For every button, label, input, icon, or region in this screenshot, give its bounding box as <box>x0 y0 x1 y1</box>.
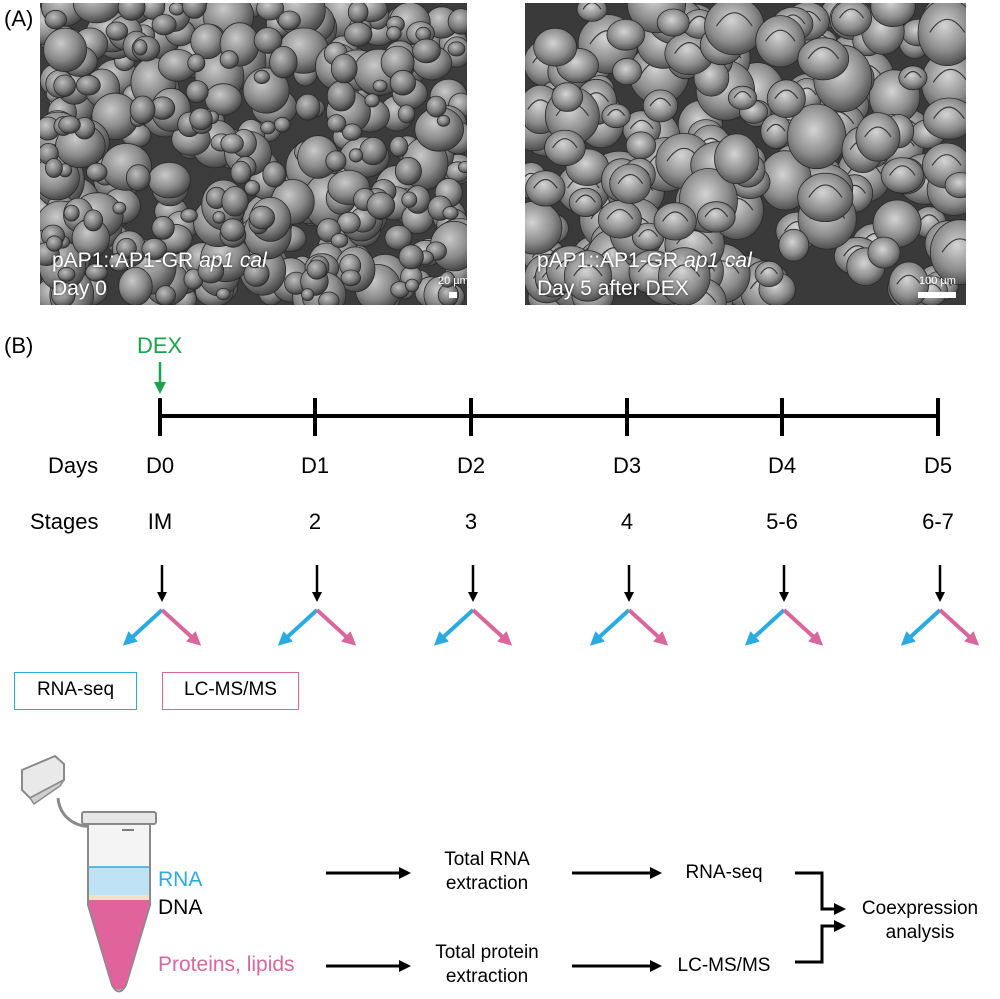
ms-branch-arrow-d3 <box>627 608 669 646</box>
days-row-label: Days <box>48 453 99 478</box>
day-label-d2: D2 <box>456 453 486 478</box>
rna-branch-arrow-d2 <box>433 608 475 646</box>
rna-branch-arrow-d5 <box>900 608 942 646</box>
stage-label-d1: 2 <box>308 509 322 534</box>
rna-branch-arrow-d3 <box>589 608 631 646</box>
rna-branch-arrow-d4 <box>744 608 786 646</box>
ms-branch-arrow-d2 <box>471 608 513 646</box>
scale-bar-label-day0: 20 µm <box>438 275 467 287</box>
sem-image-day5: pAP1::AP1-GR ap1 cal Day 5 after DEX 100… <box>525 3 966 305</box>
scale-bar-day0 <box>449 292 457 298</box>
stage-label-d5: 6-7 <box>922 509 954 534</box>
tube-label-dna: DNA <box>158 896 203 919</box>
sem-caption-day5: pAP1::AP1-GR ap1 cal Day 5 after DEX <box>537 249 752 300</box>
day-label-d3: D3 <box>612 453 642 478</box>
lcms-box: LC-MS/MS <box>162 672 299 710</box>
scale-bar-day5 <box>918 292 956 298</box>
sem-texture-day0 <box>40 3 467 305</box>
ms-branch-arrow-d4 <box>782 608 824 646</box>
panel-b-label: (B) <box>4 333 34 358</box>
stage-label-d2: 3 <box>464 509 478 534</box>
scale-bar-label-day5: 100 µm <box>919 275 956 287</box>
panel-a-label: (A) <box>4 6 34 31</box>
sem-image-day0: pAP1::AP1-GR ap1 cal Day 0 20 µm <box>40 3 467 305</box>
day-label-d1: D1 <box>300 453 330 478</box>
sem-caption-day0: pAP1::AP1-GR ap1 cal Day 0 <box>52 249 267 300</box>
day-label-d0: D0 <box>145 453 175 478</box>
ms-branch-arrow-d5 <box>938 608 980 646</box>
rna-seq-step: RNA-seq <box>685 862 763 883</box>
stage-label-d4: 5-6 <box>766 509 798 534</box>
rna-branch-arrow-d0 <box>122 608 164 646</box>
dex-label: DEX <box>137 333 183 358</box>
day-label-d4: D4 <box>767 453 797 478</box>
tube-label-rna: RNA <box>158 868 203 891</box>
ms-branch-arrow-d0 <box>160 608 202 646</box>
stage-label-d0: IM <box>147 509 173 534</box>
stages-row-label: Stages <box>30 509 99 534</box>
day-label-d5: D5 <box>923 453 953 478</box>
eppendorf-tube-icon <box>21 754 157 993</box>
stage-label-d3: 4 <box>620 509 634 534</box>
rna-seq-box: RNA-seq <box>14 672 137 710</box>
arrow-lcms-to-coexpression <box>795 920 846 964</box>
rna-branch-arrow-d1 <box>277 608 319 646</box>
tube-label-proteins: Proteins, lipids <box>158 953 295 976</box>
lcms-step: LC-MS/MS <box>677 955 771 976</box>
arrow-rna-to-coexpression <box>795 871 846 915</box>
ms-branch-arrow-d1 <box>315 608 357 646</box>
